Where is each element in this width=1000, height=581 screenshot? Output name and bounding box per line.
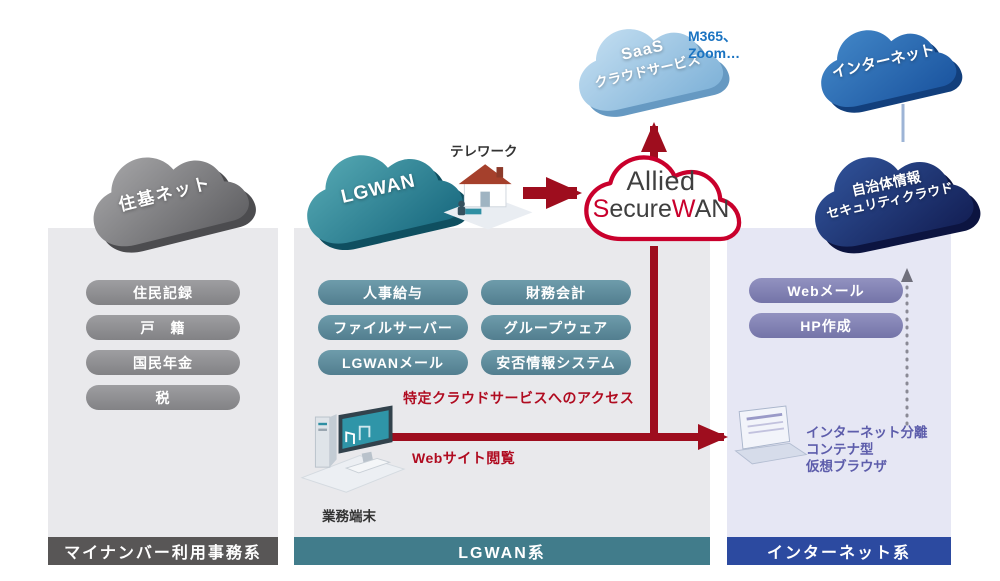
label-telework: テレワーク	[450, 144, 518, 159]
cloud-security-label: 自治体情報 セキュリティクラウド	[788, 114, 987, 270]
cloud-body	[584, 155, 742, 242]
cloud-lgwan: LGWAN	[282, 120, 478, 268]
cloud-security: 自治体情報 セキュリティクラウド	[789, 119, 988, 275]
cloud-internet: インターネット	[799, 0, 970, 130]
pill-web-mail: Webメール	[749, 278, 903, 303]
pill-lgwan-mail: LGWANメール	[318, 350, 468, 375]
pill-groupware: グループウェア	[481, 315, 631, 340]
pill-kokumin-nenkin: 国民年金	[86, 350, 240, 375]
virtual-browser-line3: 仮想ブラウザ	[806, 459, 887, 474]
m365-line2: Zoom…	[688, 45, 741, 61]
label-terminal: 業務端末	[322, 509, 376, 524]
cloud-allied-securewan: Allied SecureWAN	[575, 148, 747, 251]
pill-zei: 税	[86, 385, 240, 410]
cloud-internet-label: インターネット	[830, 40, 937, 82]
label-access-route: 特定クラウドサービスへのアクセス	[403, 390, 635, 406]
footer-internet-zone: インターネット系	[727, 537, 951, 565]
virtual-browser-line2: コンテナ型	[806, 442, 874, 457]
pill-file-server: ファイルサーバー	[318, 315, 468, 340]
pill-koseki: 戸 籍	[86, 315, 240, 340]
pill-zaimu-kaikei: 財務会計	[481, 280, 631, 305]
cloud-allied-label: Allied SecureWAN	[575, 143, 747, 246]
label-m365-zoom: M365、 Zoom…	[688, 28, 740, 62]
pill-anpi-system: 安否情報システム	[481, 350, 631, 375]
cloud-saas: SaaS クラウドサービス	[555, 0, 737, 135]
cloud-juki-net: 住基ネット	[67, 120, 264, 271]
desktop-pc-icon	[300, 386, 406, 502]
pill-jinji-kyuyo: 人事給与	[318, 280, 468, 305]
label-web-browsing: Webサイト閲覧	[412, 450, 516, 466]
footer-lgwan-zone: LGWAN系	[294, 537, 710, 565]
allied-line1: Allied	[626, 166, 696, 197]
laptop-icon	[728, 405, 812, 477]
pill-hp-sakusei: HP作成	[749, 313, 903, 338]
allied-line2: SecureWAN	[592, 194, 730, 223]
cloud-body	[815, 157, 974, 247]
panel-internet-zone	[727, 228, 951, 537]
panel-mynumber-zone	[48, 228, 278, 537]
cloud-saas-label: SaaS クラウドサービス	[554, 0, 736, 131]
label-virtual-browser: インターネット分離 コンテナ型 仮想ブラウザ	[806, 424, 928, 475]
house-icon	[436, 153, 540, 235]
virtual-browser-line1: インターネット分離	[806, 425, 928, 440]
cloud-body	[579, 29, 724, 111]
cloud-body	[821, 30, 957, 107]
pill-jumin-kiroku: 住民記録	[86, 280, 240, 305]
cloud-body	[93, 157, 249, 247]
m365-line1: M365、	[688, 28, 738, 44]
footer-mynumber-zone: マイナンバー利用事務系	[48, 537, 278, 565]
cloud-body	[307, 155, 463, 244]
